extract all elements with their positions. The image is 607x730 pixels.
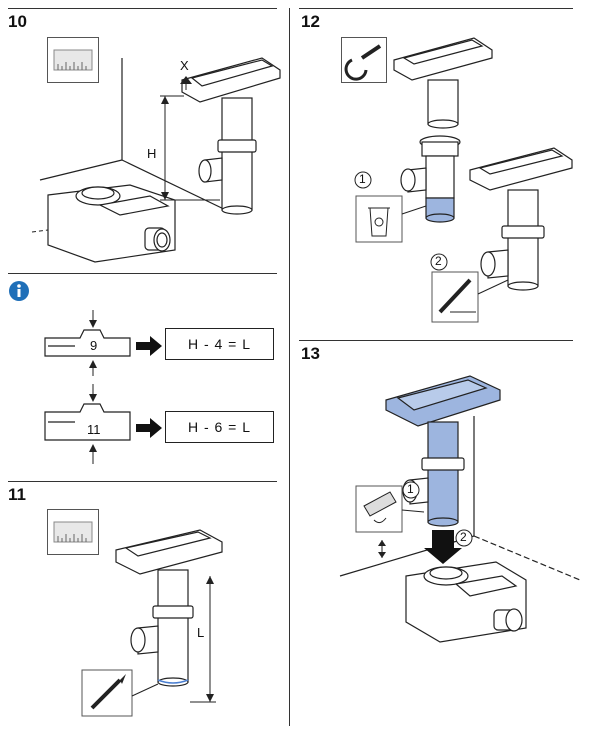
info-icon [9,281,29,301]
formula-h-6: H - 6 = L [165,411,274,443]
step-11-number: 11 [8,485,26,504]
measurement-diagram [44,310,162,464]
step-12-illustration [354,37,573,323]
step-13-rule [299,340,573,341]
step-11-rule [8,481,277,482]
dimension-x-label: X [180,58,189,73]
measure-value-9: 9 [90,338,98,353]
pipe-cutter-icon [341,37,387,83]
step-12-number: 12 [301,12,320,31]
step-10-illustration [31,57,281,263]
ruler-tool-icon [47,37,99,83]
column-divider [289,8,290,726]
step-12-rule [299,8,573,9]
step-11-illustration [81,529,223,717]
dimension-l-label: L [197,625,205,640]
measure-value-11: 11 [87,422,101,437]
step-10-number: 10 [8,12,27,31]
info-rule [8,273,277,274]
formula-h-4: H - 4 = L [165,328,274,360]
step-13-number: 13 [301,344,320,363]
callout-2: 2 [435,254,442,268]
callout-2: 2 [460,530,467,544]
ruler-tool-icon [47,509,99,555]
callout-1: 1 [407,482,414,496]
dimension-h-label: H [147,146,157,161]
callout-1: 1 [359,172,366,186]
step-10-rule [8,8,277,9]
step-13-illustration [339,375,581,643]
